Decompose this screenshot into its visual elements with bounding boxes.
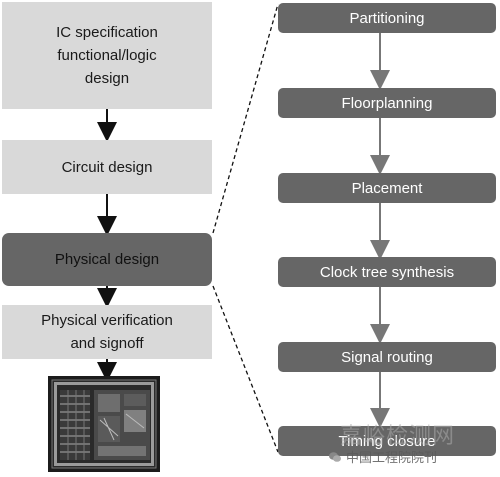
step-partitioning-label: Partitioning [349, 9, 425, 27]
step-physical-design: Physical design [2, 233, 212, 286]
dashed-expand-bottom [212, 285, 279, 453]
step-clock-tree-synthesis: Clock tree synthesis [278, 257, 496, 287]
step-floorplanning-label: Floorplanning [341, 94, 433, 112]
step-placement-label: Placement [351, 179, 423, 197]
step-ic-specification-label: IC specification functional/logic design [56, 24, 158, 87]
step-ic-specification: IC specification functional/logic design [2, 2, 212, 109]
step-timing-closure: Timing closure [278, 426, 496, 456]
dashed-expand-top [212, 3, 279, 234]
watermark-sub-text: 中国工程院院刊 [346, 450, 438, 465]
step-placement: Placement [278, 173, 496, 203]
watermark-main: 嘉峪检测网 [340, 423, 456, 448]
step-circuit-design-label: Circuit design [61, 158, 153, 176]
step-circuit-design: Circuit design [2, 140, 212, 194]
step-signal-routing-label: Signal routing [341, 348, 433, 366]
chip-die-icon [48, 376, 160, 472]
watermark-sub: 中国工程院院刊 [328, 447, 437, 466]
step-physical-verification-label: Physical verification and signoff [41, 312, 173, 352]
step-signal-routing: Signal routing [278, 342, 496, 372]
step-partitioning: Partitioning [278, 3, 496, 33]
step-timing-closure-label: Timing closure [338, 432, 436, 450]
step-physical-verification: Physical verification and signoff [2, 305, 212, 359]
wechat-icon [329, 451, 341, 462]
step-floorplanning: Floorplanning [278, 88, 496, 118]
chip-die-photo [48, 376, 160, 472]
step-physical-design-label: Physical design [54, 251, 160, 268]
step-clock-tree-synthesis-label: Clock tree synthesis [319, 263, 455, 281]
